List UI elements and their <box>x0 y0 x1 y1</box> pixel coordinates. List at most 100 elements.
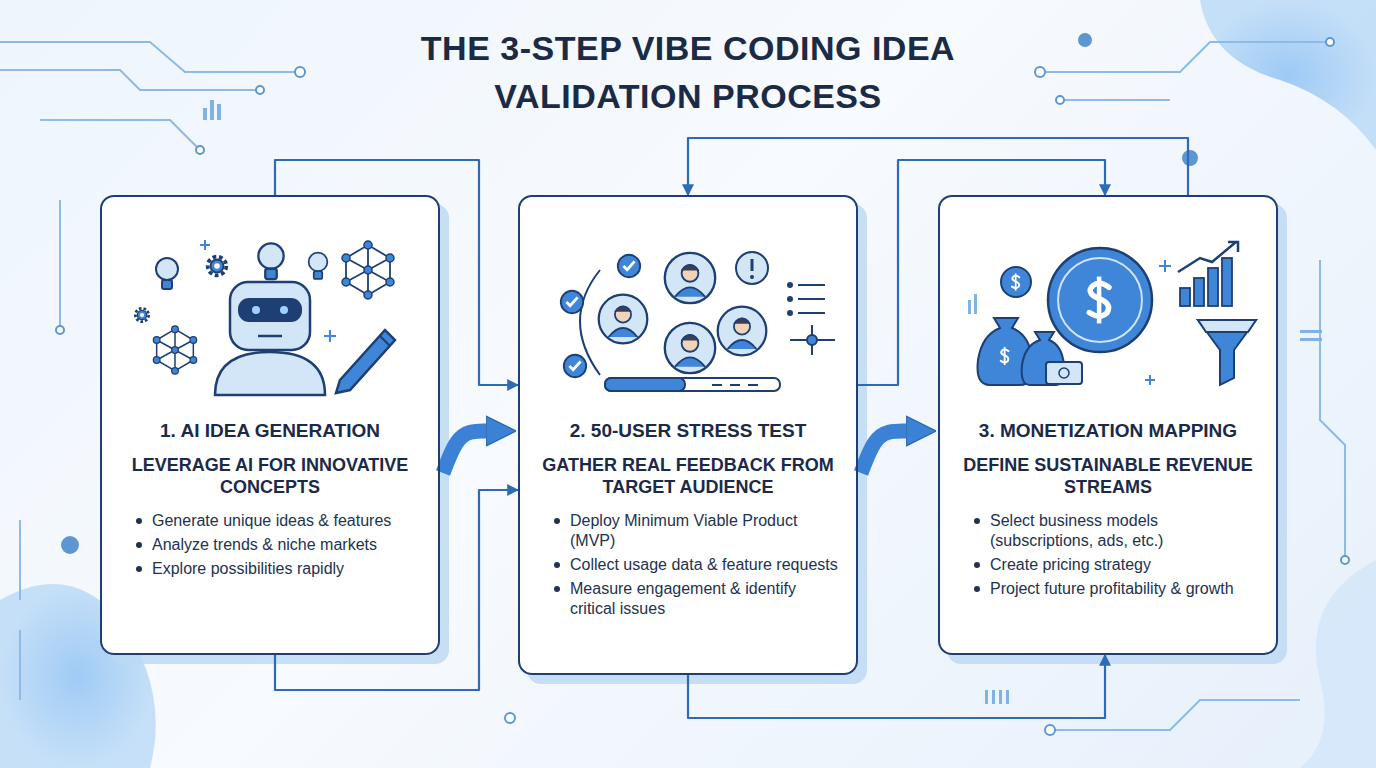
money-icon-group-part-part <box>1208 268 1218 306</box>
bullet-item: Deploy Minimum Viable Product (MVP) <box>534 511 842 551</box>
circuit-line-part <box>1060 99 1170 101</box>
ai-icon-group-part <box>215 352 325 395</box>
bar-glyph-part <box>1300 330 1322 333</box>
users-icon-group-part <box>665 323 715 373</box>
money-icon-group-part-part <box>1222 258 1232 306</box>
ai-icon-group-part <box>280 306 288 314</box>
bar-glyph-part <box>985 690 988 704</box>
circuit-dot-part <box>1183 151 1197 165</box>
bar-glyph-part <box>992 690 995 704</box>
users-icon-group-part <box>751 259 754 271</box>
flow-arrow <box>861 431 906 473</box>
bullet-text: Explore possibilities rapidly <box>152 559 344 579</box>
users-icon-group-part <box>618 255 640 277</box>
bullet-dot <box>136 542 142 548</box>
card-background <box>518 195 858 675</box>
money-icon-group-part <box>1198 320 1256 385</box>
bullet-dot <box>974 562 980 568</box>
bullet-text: Measure engagement & identify critical i… <box>570 579 842 619</box>
step-card: 3. MONETIZATION MAPPING DEFINE SUSTAINABL… <box>938 195 1278 655</box>
circuit-dot <box>56 34 1349 735</box>
users-icon-group-part <box>718 307 767 356</box>
ai-icon-group-part <box>258 335 282 338</box>
bar-glyph-part <box>1006 690 1009 704</box>
users-icon-group-part <box>787 282 793 316</box>
bar-glyph-part <box>999 690 1002 704</box>
money-icon-group-part <box>1178 242 1236 272</box>
users-icon-group-part <box>712 384 758 386</box>
circuit-dot-part <box>1341 556 1349 564</box>
bullet-item: Select business models (subscriptions, a… <box>954 511 1262 551</box>
circuit-dot-part <box>505 713 515 723</box>
bullet-text: Project future profitability & growth <box>990 579 1234 599</box>
corner-blob-part <box>1300 560 1376 768</box>
bullet-dot <box>136 566 142 572</box>
box-fill-group <box>100 195 1287 684</box>
ai-icon-group-part <box>156 258 178 289</box>
feedback-connector <box>688 655 1105 718</box>
step-card: 2. 50-USER STRESS TEST GATHER REAL FEEDBA… <box>518 195 858 675</box>
bullet-text: Collect usage data & feature requests <box>570 555 838 575</box>
bullet-dot <box>554 562 560 568</box>
users-icon-group-part <box>561 291 583 313</box>
money-icon-group-part <box>1059 368 1069 378</box>
flow-arrow <box>443 431 486 473</box>
bullet-dot <box>136 518 142 524</box>
users-icon-group-part-part <box>787 282 793 288</box>
users-icon-group-part-part <box>787 310 793 316</box>
card-background <box>100 195 440 655</box>
bullet-text: Analyze trends & niche markets <box>152 535 377 555</box>
money-icon-group-part <box>1001 267 1031 297</box>
title-holder: THE 3-STEP VIBE CODING IDEA VALIDATION P… <box>388 24 988 120</box>
ai-icon-group-part <box>258 243 283 279</box>
step-heading: 3. MONETIZATION MAPPING <box>954 419 1262 443</box>
step-card: 1. AI IDEA GENERATIONLEVERAGE AI FOR INN… <box>100 195 440 655</box>
ai-icon-group-part <box>252 306 260 314</box>
bullet-dot <box>974 518 980 524</box>
ai-icon-group <box>135 240 395 395</box>
circuit-line-part <box>59 200 61 330</box>
bullet-dot <box>554 586 560 592</box>
feedback-connector <box>858 160 1105 385</box>
users-icon-group-part <box>736 252 768 284</box>
money-icon-group-part <box>1001 347 1009 365</box>
circuit-dot-part <box>1326 38 1334 46</box>
bullet-dot <box>554 518 560 524</box>
users-icon-group-part <box>807 335 817 345</box>
money-icon-group <box>968 242 1256 385</box>
circuit-dot-part <box>62 537 78 553</box>
bullet-item: Generate unique ideas & features <box>116 511 424 531</box>
step-heading: 2. 50-USER STRESS TEST <box>534 419 842 443</box>
circuit-dot-part <box>1045 725 1055 735</box>
money-icon-group-part-part <box>1180 288 1190 306</box>
users-icon-group-part <box>665 253 715 303</box>
card-fill <box>518 195 867 684</box>
ai-icon-group-part <box>238 298 302 322</box>
circuit-dot-part <box>1035 67 1045 77</box>
step-subheading: GATHER REAL FEEDBACK FROM TARGET AUDIENC… <box>534 455 842 499</box>
ai-icon-group-part <box>309 253 328 279</box>
ai-icon-group-part <box>342 241 394 299</box>
ai-icon-group-part <box>230 282 310 350</box>
bullet-item: Project future profitability & growth <box>954 579 1262 599</box>
ai-icon-group-part <box>200 240 336 342</box>
users-icon-group-part-part <box>787 296 793 302</box>
ai-icon-group-part <box>153 326 196 374</box>
circuit-line <box>0 42 1345 730</box>
corner-blob-part <box>1200 0 1376 150</box>
circuit-dot-part <box>56 326 64 334</box>
card-fill <box>100 195 449 664</box>
card-background <box>938 195 1278 655</box>
money-icon-group-part <box>1058 258 1142 342</box>
users-icon-group-part <box>790 285 835 355</box>
bar-glyph-part <box>203 108 207 120</box>
money-icon-group-part <box>1228 242 1238 252</box>
feedback-connector <box>275 160 518 385</box>
step-subheading: DEFINE SUSTAINABLE REVENUE STREAMS <box>954 455 1262 499</box>
circuit-line-part <box>40 120 200 150</box>
circuit-dot-part <box>1079 34 1091 46</box>
money-icon-group-part <box>1089 277 1109 324</box>
bullet-text: Deploy Minimum Viable Product (MVP) <box>570 511 842 551</box>
